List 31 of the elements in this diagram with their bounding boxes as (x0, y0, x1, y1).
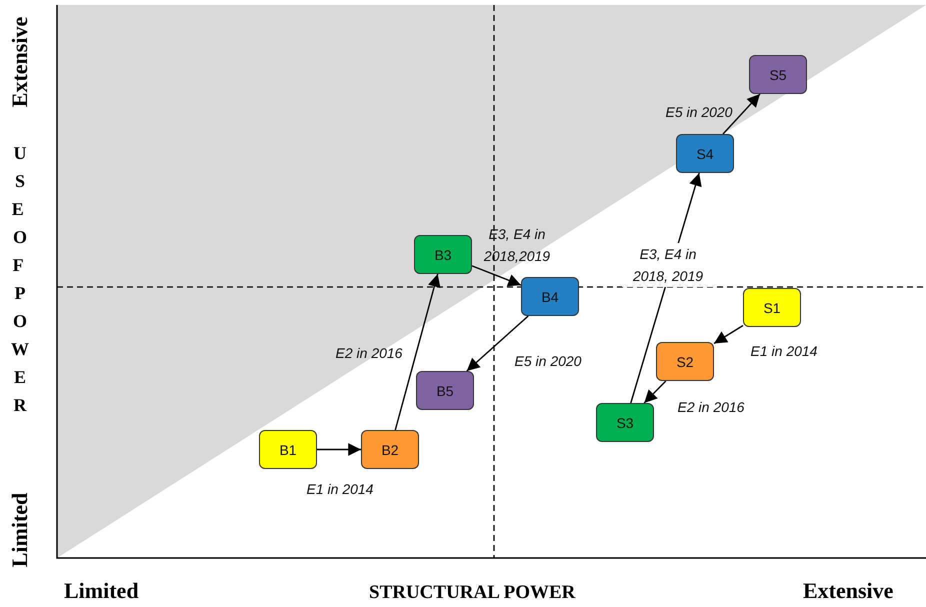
stage-box: B4 (521, 277, 579, 316)
stage-box: B1 (259, 430, 317, 469)
stage-box: S3 (596, 403, 654, 442)
arrow (472, 265, 522, 286)
arrow (394, 274, 440, 430)
axis-label: Limited (64, 578, 139, 604)
edge-label: E1 in 2014 (750, 342, 818, 361)
arrow (722, 94, 760, 134)
stage-box: S4 (676, 134, 734, 173)
edge-label: E2 in 2016 (678, 398, 744, 417)
stage-box: B3 (414, 235, 472, 274)
stage-box: B5 (416, 371, 474, 410)
edge-label: E3, E4 in 2018,2019 (482, 225, 552, 266)
stage-box: S1 (743, 288, 801, 327)
edge-label: E1 in 2014 (306, 480, 374, 499)
edge-label: E2 in 2016 (336, 344, 402, 363)
axis-title: STRUCTURAL POWER (369, 582, 576, 604)
edge-label: E5 in 2020 (666, 103, 732, 122)
arrow (714, 324, 744, 344)
axis-title: USE OF POWER (11, 142, 29, 417)
edge-label: E3, E4 in 2018, 2019 (622, 243, 714, 287)
arrow (466, 315, 529, 372)
arrow (317, 443, 361, 456)
arrow (644, 380, 666, 404)
axis-label: Extensive (7, 16, 33, 108)
axis-label: Limited (7, 492, 33, 568)
stage-box: S2 (656, 342, 714, 381)
axis-label: Extensive (803, 578, 894, 604)
stage-box: B2 (361, 430, 419, 469)
stage-box: S5 (749, 55, 807, 94)
edge-label: E5 in 2020 (514, 352, 582, 371)
